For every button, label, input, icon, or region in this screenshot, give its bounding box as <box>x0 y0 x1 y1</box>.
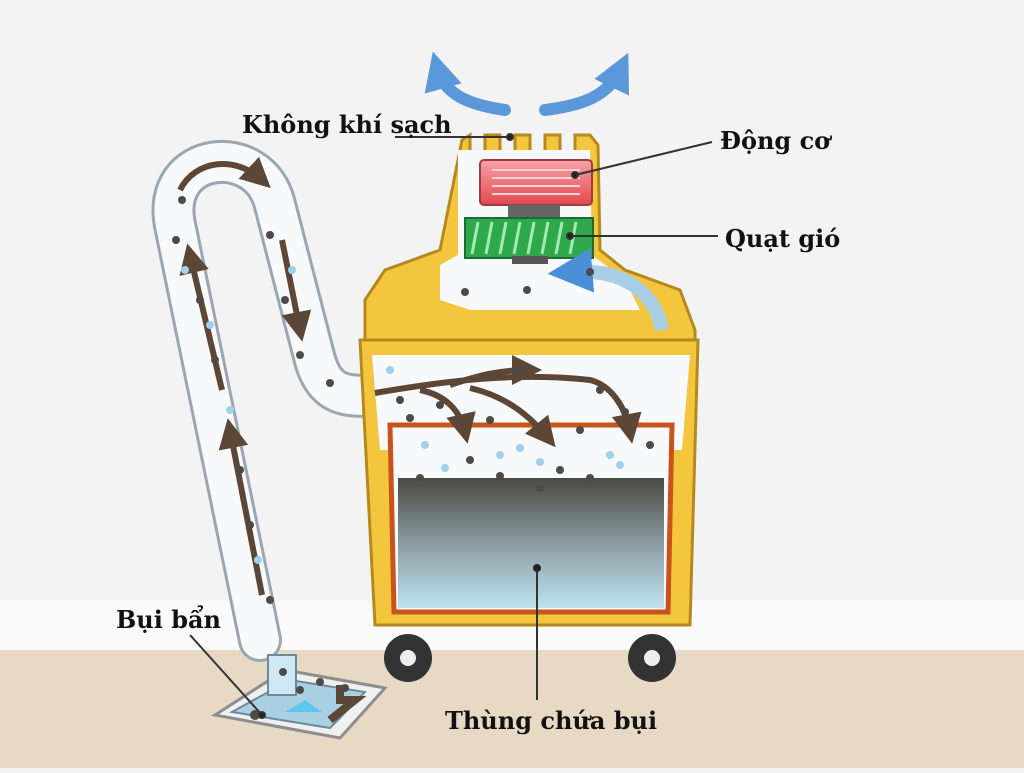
motor <box>479 159 593 217</box>
label-fan: Quạt gió <box>725 224 841 253</box>
dust-particles <box>396 268 654 492</box>
floor <box>0 650 1024 768</box>
label-clean-air: Không khí sạch <box>242 110 452 139</box>
dust-flow <box>374 355 642 448</box>
dust-bin <box>398 478 664 608</box>
hose <box>151 139 402 662</box>
floor-nozzle <box>210 654 388 740</box>
water-droplets <box>386 366 624 472</box>
wheel-left <box>384 634 432 682</box>
leader-lines <box>189 133 718 719</box>
label-dust-bin: Thùng chứa bụi <box>445 706 658 735</box>
label-motor: Động cơ <box>720 126 831 155</box>
wheel-right <box>628 634 676 682</box>
clean-air-arrows <box>424 51 629 116</box>
fan <box>464 217 594 264</box>
label-dirt: Bụi bẩn <box>116 605 221 634</box>
